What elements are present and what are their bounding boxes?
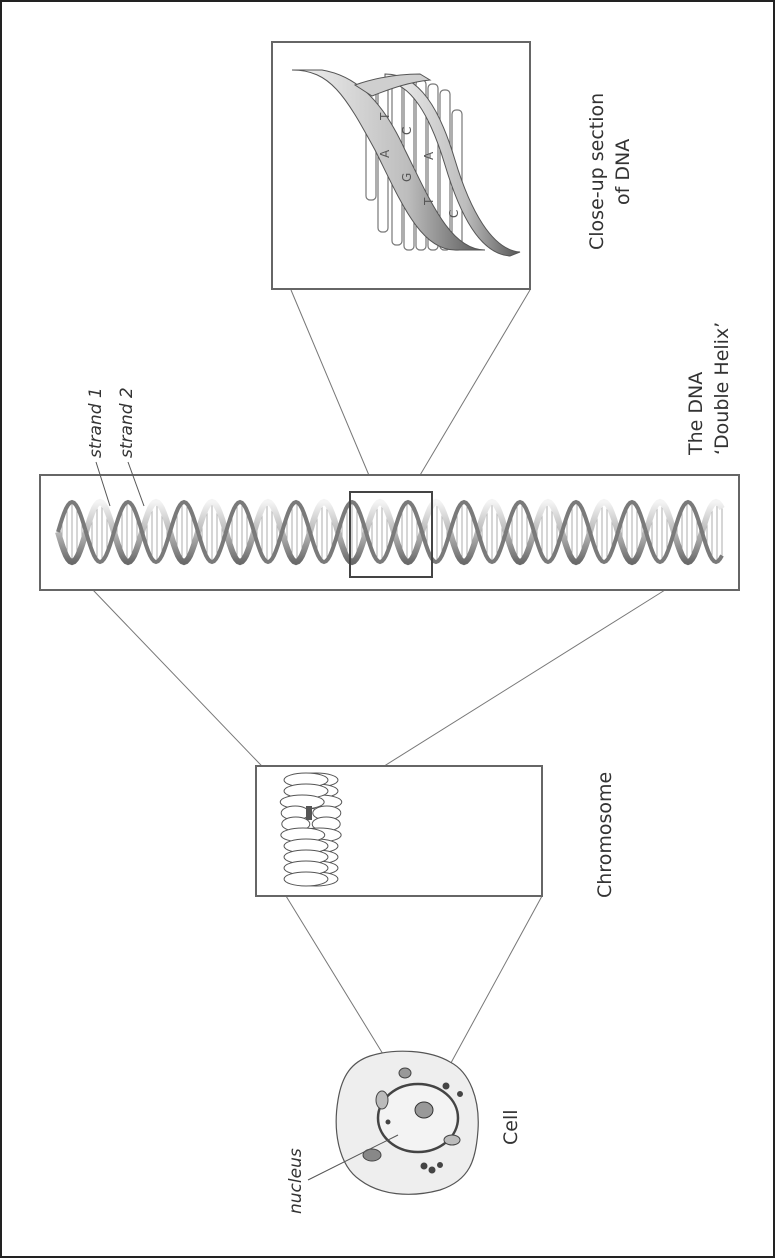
helix-box bbox=[39, 474, 740, 591]
base-letter: T bbox=[422, 197, 436, 206]
chromatid-2 bbox=[279, 772, 329, 887]
nucleolus bbox=[414, 1101, 434, 1119]
base-letter: C bbox=[400, 127, 414, 135]
base-letter: G bbox=[400, 173, 414, 182]
helix-label-line1: The DNA bbox=[685, 371, 707, 455]
organelle bbox=[398, 1067, 412, 1079]
organelle bbox=[385, 1119, 391, 1125]
organelle bbox=[362, 1148, 382, 1162]
base-letter: A bbox=[378, 149, 392, 158]
chromosome-label: Chromosome bbox=[594, 771, 616, 898]
organelle bbox=[443, 1134, 461, 1146]
organelle bbox=[375, 1090, 389, 1110]
organelle bbox=[442, 1082, 450, 1090]
strand-1-pointer bbox=[95, 461, 111, 507]
cell-label: Cell bbox=[500, 1109, 522, 1145]
nucleus-label: nucleus bbox=[286, 1148, 306, 1214]
helix-panel bbox=[39, 461, 740, 591]
strand-1-label: strand 1 bbox=[86, 387, 106, 458]
cell-organelles bbox=[362, 1067, 463, 1174]
helix-strand-1 bbox=[55, 498, 725, 566]
closeup-label-line2: of DNA bbox=[612, 138, 634, 205]
helix-strand-2 bbox=[56, 499, 724, 565]
organelle bbox=[428, 1166, 436, 1174]
strand-2-label: strand 2 bbox=[117, 387, 137, 458]
closeup-strand-2 bbox=[384, 73, 521, 257]
organelle bbox=[457, 1091, 463, 1097]
strand-2-pointer bbox=[127, 461, 145, 507]
organelle bbox=[420, 1162, 428, 1170]
chromatin-coil bbox=[283, 871, 329, 887]
nucleus-pointer bbox=[307, 1134, 399, 1181]
base-letter: T bbox=[378, 112, 392, 121]
chromosome-marked-segment bbox=[306, 806, 312, 820]
helix-label-line2: ‘Double Helix’ bbox=[711, 321, 733, 455]
helix-zoom-box bbox=[349, 491, 433, 578]
closeup-label-line1: Close-up section bbox=[586, 92, 608, 250]
base-letter: C bbox=[447, 210, 461, 218]
base-letter: A bbox=[422, 151, 436, 160]
zoom-connector-lines bbox=[92, 289, 666, 1086]
cell-illustration bbox=[307, 1050, 479, 1195]
closeup-panel: A T G C T A C bbox=[271, 41, 531, 290]
closeup-strand-1 bbox=[291, 69, 486, 251]
closeup-base-letters: A T G C T A C bbox=[378, 112, 461, 218]
chromosome-panel bbox=[255, 765, 543, 897]
organelle bbox=[437, 1162, 443, 1168]
closeup-strand-3 bbox=[353, 73, 432, 97]
